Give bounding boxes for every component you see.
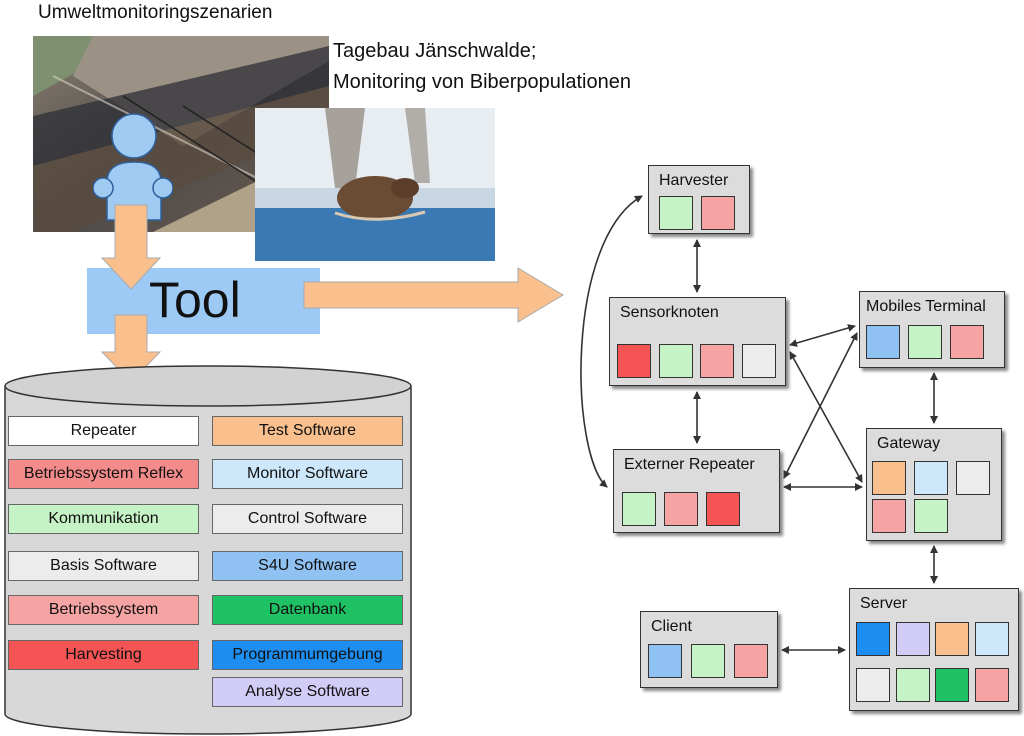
legend-analyse-software: Analyse Software (212, 677, 403, 707)
harvester-component (701, 196, 735, 230)
link-sensorknoten-mobiles (789, 324, 856, 347)
mobiles-terminal-component (908, 325, 942, 359)
node-externer-repeater-label: Externer Repeater (624, 456, 755, 473)
mobiles-terminal-component (950, 325, 984, 359)
server-component (896, 622, 930, 656)
legend-betriebssystem-reflex: Betriebssystem Reflex (8, 459, 199, 489)
legend-harvesting: Harvesting (8, 640, 199, 670)
sensorknoten-component (659, 344, 693, 378)
node-mobiles-terminal: Mobiles Terminal (859, 291, 1005, 368)
node-client: Client (640, 611, 778, 688)
diagram-title: Umweltmonitoringszenarien (38, 2, 273, 23)
beaver-photo (255, 108, 495, 261)
server-component (975, 622, 1009, 656)
legend-test-software: Test Software (212, 416, 403, 446)
tool-label: Tool (149, 272, 241, 328)
repeater-component (706, 492, 740, 526)
gateway-component (872, 499, 906, 533)
legend-control-software: Control Software (212, 504, 403, 534)
legend-repeater: Repeater (8, 416, 199, 446)
repeater-component (622, 492, 656, 526)
legend-monitor-software: Monitor Software (212, 459, 403, 489)
server-component (935, 622, 969, 656)
node-mobiles-terminal-label: Mobiles Terminal (866, 298, 986, 315)
repeater-component (664, 492, 698, 526)
harvester-component (659, 196, 693, 230)
link-repeater-mobiles (783, 332, 858, 479)
legend-basis-software: Basis Software (8, 551, 199, 581)
node-harvester-label: Harvester (659, 172, 729, 189)
server-component (856, 668, 890, 702)
gateway-component (872, 461, 906, 495)
gateway-component (956, 461, 990, 495)
legend-datenbank: Datenbank (212, 595, 403, 625)
arrow-user-to-tool (100, 204, 162, 290)
link-harvester-repeater (580, 195, 643, 488)
mobiles-terminal-component (866, 325, 900, 359)
sensorknoten-component (742, 344, 776, 378)
gateway-component (914, 499, 948, 533)
node-harvester: Harvester (648, 165, 750, 234)
server-component (975, 668, 1009, 702)
server-component (935, 668, 969, 702)
client-component (648, 644, 682, 678)
node-sensorknoten-label: Sensorknoten (620, 304, 719, 321)
node-gateway-label: Gateway (877, 435, 941, 452)
server-component (896, 668, 930, 702)
node-client-label: Client (651, 618, 692, 635)
legend-s4u-software: S4U Software (212, 551, 403, 581)
node-server: Server (849, 588, 1019, 711)
sensorknoten-component (700, 344, 734, 378)
client-component (691, 644, 725, 678)
server-component (856, 622, 890, 656)
gateway-component (914, 461, 948, 495)
arrow-tool-to-network (303, 267, 564, 323)
legend-betriebssystem: Betriebssystem (8, 595, 199, 625)
legend-programmumgebung: Programmumgebung (212, 640, 403, 670)
legend-kommunikation: Kommunikation (8, 504, 199, 534)
link-sensorknoten-gateway (789, 351, 863, 483)
scenario-line-1: Tagebau Jänschwalde; (333, 40, 537, 62)
scenario-description: Tagebau Jänschwalde; Monitoring von Bibe… (333, 36, 631, 98)
node-server-label: Server (860, 595, 908, 612)
node-gateway: Gateway (866, 428, 1002, 541)
client-component (734, 644, 768, 678)
scenario-line-2: Monitoring von Biberpopulationen (333, 71, 631, 93)
